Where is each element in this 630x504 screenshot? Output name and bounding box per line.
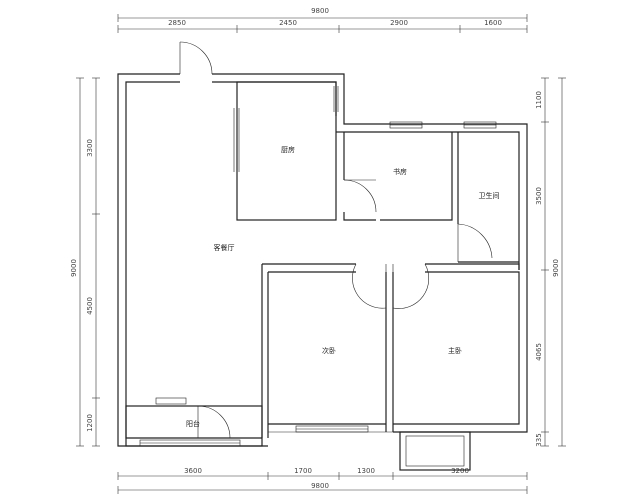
top-seg-4: 1600 <box>484 19 502 27</box>
top-total-dim: 9800 <box>311 7 329 15</box>
bottom-dimensions: 3600 1700 1300 3200 9800 <box>117 467 528 494</box>
left-total-dim: 9000 <box>70 259 78 277</box>
balcony-label: 阳台 <box>186 419 200 428</box>
windows <box>139 86 497 447</box>
right-seg-2: 3500 <box>535 187 543 205</box>
top-seg-3: 2900 <box>390 19 408 27</box>
walls <box>117 73 528 471</box>
top-seg-2: 2450 <box>279 19 297 27</box>
bathroom-label: 卫生间 <box>479 191 500 200</box>
right-seg-3: 4065 <box>535 343 543 361</box>
bottom-seg-4: 3200 <box>451 467 469 475</box>
left-seg-3: 1200 <box>86 414 94 432</box>
bay-balcony-walls <box>399 431 471 471</box>
study-label: 书房 <box>393 167 407 176</box>
bottom-seg-1: 3600 <box>184 467 202 475</box>
room-labels: 厨房 书房 卫生间 客餐厅 次卧 主卧 阳台 <box>186 145 500 428</box>
living-dining-label: 客餐厅 <box>214 243 235 252</box>
right-dimensions: 1100 3500 4065 335 9000 <box>535 77 566 447</box>
master-bedroom-label: 主卧 <box>448 346 462 355</box>
bottom-seg-2: 1700 <box>294 467 312 475</box>
left-seg-1: 3300 <box>86 139 94 157</box>
right-seg-4: 335 <box>535 433 543 446</box>
top-dimensions: 9800 2850 2450 2900 1600 <box>117 7 528 33</box>
kitchen-label: 厨房 <box>281 145 295 154</box>
kitchen-walls <box>236 81 337 221</box>
right-seg-1: 1100 <box>535 91 543 109</box>
second-bedroom-label: 次卧 <box>322 346 336 355</box>
left-seg-2: 4500 <box>86 297 94 315</box>
right-total-dim: 9000 <box>552 259 560 277</box>
left-dimensions: 9000 3300 4500 1200 <box>70 77 100 447</box>
doors <box>179 41 493 439</box>
bottom-total-dim: 9800 <box>311 482 329 490</box>
top-seg-1: 2850 <box>168 19 186 27</box>
bottom-seg-3: 1300 <box>357 467 375 475</box>
